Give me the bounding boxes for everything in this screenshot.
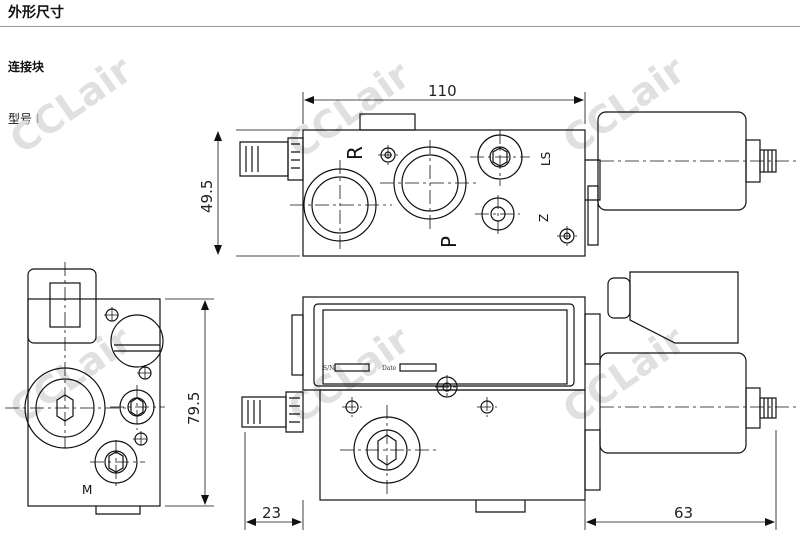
nameplate-date-label: Date [382,365,397,372]
dimension-lines-side [165,298,214,507]
center-lines-side [5,262,165,486]
header-divider [0,26,800,27]
port-label-z: Z [537,214,551,222]
watermark-text: CCLair [2,317,140,432]
watermark-text: CCLair [555,317,693,432]
port-label-ls: LS [539,152,553,166]
port-label-p: P [437,236,461,248]
nameplate-sn-label: S/N [323,365,334,372]
model-label: 型号 I [8,112,40,126]
dim-width-110: 110 [428,82,457,100]
section-title: 外形尺寸 [8,5,64,21]
dimension-lines-top [214,92,586,257]
subsection-title: 连接块 [8,60,45,74]
port-label-m: M [82,483,92,497]
center-lines-front [340,375,800,495]
watermark-text: CCLair [555,47,693,162]
dim-offset-63: 63 [674,504,693,522]
front-view [241,271,777,513]
watermark-text: CCLair [2,47,140,162]
dim-offset-23: 23 [262,504,281,522]
center-lines-top [290,130,800,250]
dim-height-79-5: 79.5 [185,392,203,425]
dim-height-49-5: 49.5 [198,180,216,213]
port-label-r: R [343,146,367,160]
dimension-lines-front [244,430,777,530]
